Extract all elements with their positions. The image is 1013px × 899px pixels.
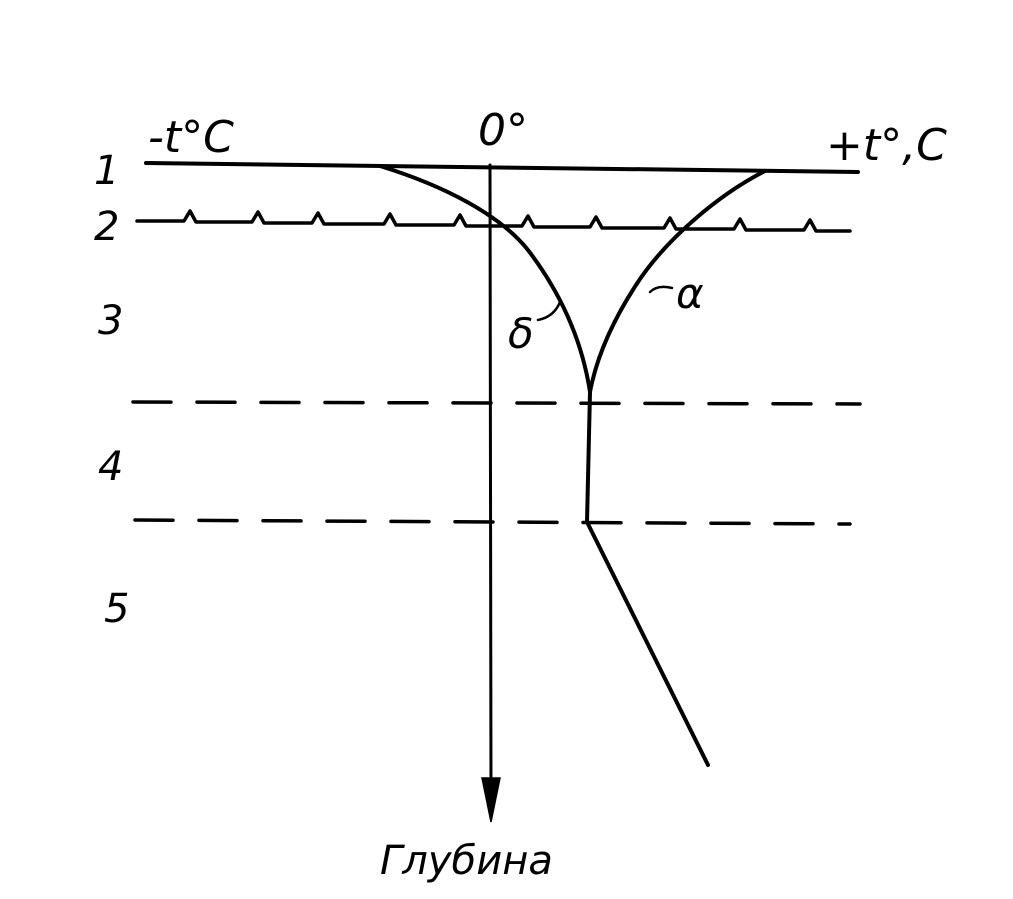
curve-b: [378, 164, 592, 394]
layer-number-1: 1: [94, 148, 119, 194]
depth-axis-line: [488, 163, 493, 802]
layer-number-2: 2: [94, 204, 119, 250]
surface-line: [144, 161, 860, 174]
layer-number-4: 4: [98, 444, 123, 490]
curve-a-leader: [648, 285, 674, 294]
curve-b-label: δ: [508, 309, 534, 358]
zero-degree-label: 0°: [478, 105, 528, 156]
negative-temperature-label: -t°C: [148, 112, 234, 163]
wavy-boundary-line: [135, 209, 852, 233]
common-temperature-profile: [585, 390, 710, 767]
dashed-boundary-upper: [131, 400, 862, 406]
depth-axis-arrow-icon: [481, 777, 501, 823]
dashed-boundary-lower: [133, 518, 852, 526]
layer-number-3: 3: [98, 298, 123, 344]
curve-a: [588, 169, 767, 394]
layer-number-5: 5: [104, 586, 129, 632]
curve-b-leader: [536, 300, 562, 322]
positive-temperature-label: +t°,C: [826, 120, 947, 171]
depth-axis-label: Глубина: [380, 838, 553, 884]
curve-a-label: α: [676, 269, 704, 318]
